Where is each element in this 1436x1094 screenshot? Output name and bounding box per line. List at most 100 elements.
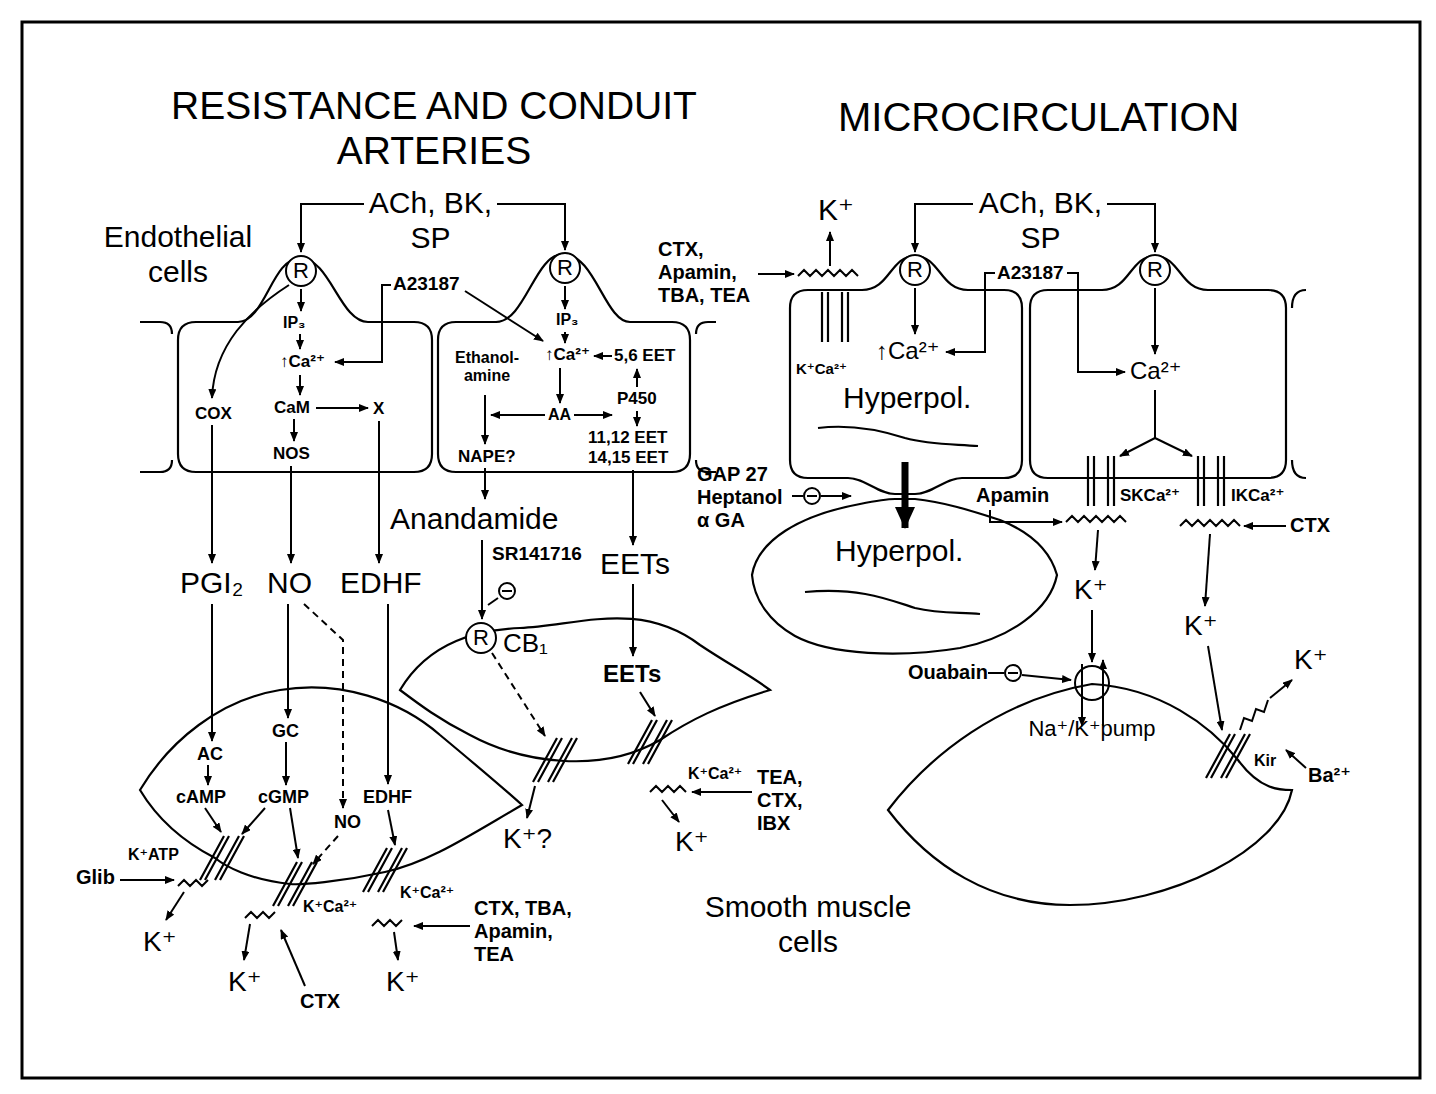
text-label: K⁺ [1184,610,1217,642]
frame-border [22,22,1420,1078]
text-label: K⁺ [1074,574,1107,606]
label-holder: P450 [617,389,657,409]
label-holder: COX [195,404,232,424]
arrow [281,930,305,986]
text-label: CaM [274,398,310,418]
receptor-circle: R [1139,254,1171,286]
label-holder: Anandamide [390,502,558,537]
label-holder: NO [267,566,312,601]
arrow [564,286,566,309]
arrow [484,395,486,444]
arrow [574,414,612,416]
node-text-holder: Na⁺/K⁺pump [1028,717,1155,741]
arrow [293,419,295,441]
text-label: Glib [76,866,115,889]
label-holder: IKCa²⁺ [1231,486,1284,506]
label-holder: Ouabain [908,661,988,684]
text-label: Ca²⁺ [1130,357,1181,385]
text-label: CTX, TBA, Apamin, TEA [474,897,579,966]
text-label: NO [334,812,361,833]
label-holder: Smooth muscle cells [683,890,933,959]
label-holder: ↑Ca²⁺ [876,337,939,365]
channel-gate-zigzag [178,880,208,886]
label-holder: Ethanol-amine [447,349,527,386]
text-label: Ouabain [908,661,988,684]
label-holder: AC [197,744,223,765]
arrow [914,288,916,334]
text-label: NOS [273,444,310,464]
text-label: CTX [1290,514,1330,537]
arrow [636,411,638,426]
cell-outline [805,591,980,614]
arrow [632,584,634,656]
ion-channel [1088,456,1114,506]
label-holder: Endothelial cells [88,220,268,289]
receptor-circle: RCB₁ [465,622,497,654]
arrow [1286,750,1306,768]
text-label: cAMP [176,787,226,808]
plain-line [488,598,498,605]
label-holder: K⁺ATP [128,846,179,864]
arrow [120,204,1306,986]
label-holder: MICROCIRCULATION [838,94,1239,140]
arrow [632,470,634,545]
label-holder: K⁺? [503,823,552,855]
label-holder: CTX [300,990,340,1013]
arrow [300,289,302,311]
node-text: R [557,256,573,280]
text-label: Anandamide [390,502,558,537]
arrow [388,810,395,845]
text-label: TEA, CTX, IBX [757,766,819,835]
label-holder: CTX [1290,514,1330,537]
arrow [211,604,213,741]
label-holder: Hyperpol. [835,534,963,569]
text-label: K⁺ [1294,644,1327,676]
node-text: R [293,259,309,283]
text-label: K⁺Ca²⁺ [303,898,357,916]
arrow [484,468,486,499]
text-label: EDHF [363,787,412,808]
cell-outline [790,256,1022,494]
label-holder: K⁺ [386,966,419,998]
text-label: K⁺? [503,823,552,855]
channel-gate-zigzag [1066,516,1126,522]
label-holder: TEA, CTX, IBX [757,766,819,835]
arrow [559,368,561,403]
text-label: Endothelial cells [88,220,268,289]
text-label: Ba²⁺ [1308,764,1351,787]
text-label: AA [548,406,571,424]
label-holder: Glib [76,866,115,889]
text-label: cGMP [258,787,309,808]
text-label: NO [267,566,312,601]
label-holder: K⁺ [228,966,261,998]
arrow [394,932,398,960]
node-text: R [1147,258,1163,282]
cell-outline [1030,256,1286,478]
label-holder: ↑Ca²⁺ [545,345,590,365]
channel-gate-zigzag [372,920,402,926]
label-holder: A23187 [393,273,460,295]
text-label: ↑Ca²⁺ [545,345,590,365]
arrow [481,540,483,619]
label-holder: EDHF [363,787,412,808]
text-label: K⁺ [818,193,854,228]
plain-line [1154,390,1156,438]
label-holder: Ca²⁺ [1130,357,1181,385]
text-label: Kir [1254,752,1276,770]
gap-junction-arrow [902,462,909,528]
label-holder: 11,12 EET 14,15 EET [588,428,686,467]
arrow [821,495,851,497]
arrow [1067,273,1125,372]
text-label: K⁺ [675,826,708,858]
label-holder: EDHF [340,566,422,601]
arrow [497,204,565,250]
channel-gate-zigzag [798,270,858,276]
arrow [301,204,364,252]
arrow [990,510,1062,522]
plain-line [988,672,1004,674]
text-label: K⁺ [228,966,261,998]
label-holder: K⁺Ca²⁺ [688,765,742,783]
text-label: NAPE? [458,447,516,467]
dashed-arrow [492,653,545,736]
